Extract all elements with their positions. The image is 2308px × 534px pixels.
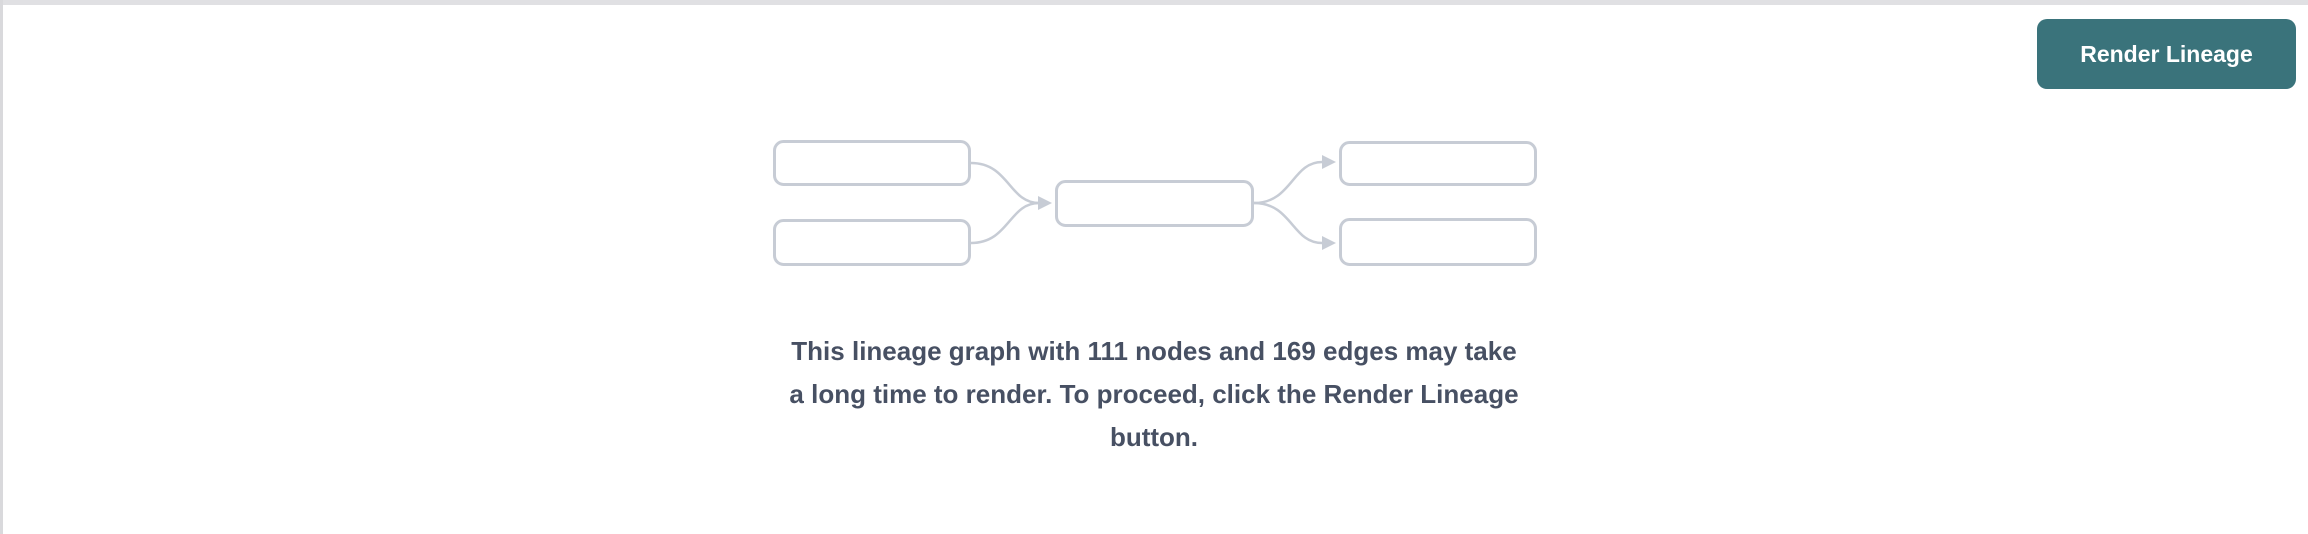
panel-top-border xyxy=(3,0,2308,5)
warning-line: This lineage graph with 111 nodes and 16… xyxy=(791,336,1517,366)
placeholder-node xyxy=(773,140,971,186)
arrowhead-icon xyxy=(1322,236,1336,250)
placeholder-edge xyxy=(970,161,1040,205)
placeholder-node xyxy=(773,219,971,266)
placeholder-edge xyxy=(1253,201,1323,245)
placeholder-node xyxy=(1339,218,1537,266)
placeholder-edge xyxy=(970,201,1040,245)
placeholder-node xyxy=(1339,141,1537,186)
panel-left-border xyxy=(0,0,3,534)
render-lineage-button[interactable]: Render Lineage xyxy=(2037,19,2296,89)
lineage-graph-placeholder-icon xyxy=(773,140,1537,266)
arrowhead-icon xyxy=(1038,196,1052,210)
placeholder-node xyxy=(1055,180,1254,227)
arrowhead-icon xyxy=(1322,155,1336,169)
render-warning-message: This lineage graph with 111 nodes and 16… xyxy=(0,330,2308,459)
warning-line: a long time to render. To proceed, click… xyxy=(789,379,1519,409)
warning-line: button. xyxy=(1109,422,1199,452)
placeholder-edge xyxy=(1253,160,1323,205)
